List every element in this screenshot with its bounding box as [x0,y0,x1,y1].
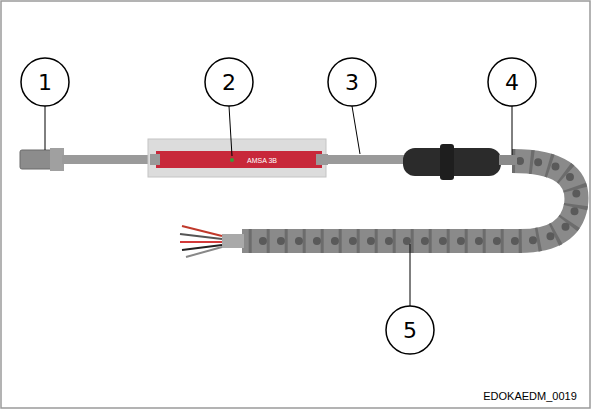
leader-lines [45,106,512,306]
housing [148,139,326,177]
product-label: AMSA 3B [247,157,277,164]
wires [180,226,222,257]
leader-line [512,106,513,155]
callout-number: 2 [222,72,236,94]
callout-circle [386,306,434,354]
callout-number: 3 [345,72,359,94]
connector-ring [440,144,454,180]
callout-number: 1 [38,72,52,94]
leader-line [229,106,232,156]
figure-id: EDOKAEDM_0019 [483,391,577,402]
callout-circle [328,58,376,106]
callout-circle [205,58,253,106]
led [230,158,234,162]
end-cap [316,154,328,165]
wire [180,241,222,243]
leader-line [352,106,360,154]
cable-sleeve [499,155,517,165]
rod [327,155,407,164]
callout-circles [21,58,536,354]
leader-line [410,244,411,306]
rod [62,155,152,164]
end-cap [150,154,160,165]
leader-line [45,106,46,150]
sensor-collar [50,148,64,171]
callout-number: 5 [403,320,417,342]
wire [186,247,222,257]
callout-number: 4 [505,72,519,94]
cable-end [222,234,244,248]
wire [180,234,222,239]
callout-circle [488,58,536,106]
callout-circle [21,58,69,106]
red-label [156,151,322,168]
